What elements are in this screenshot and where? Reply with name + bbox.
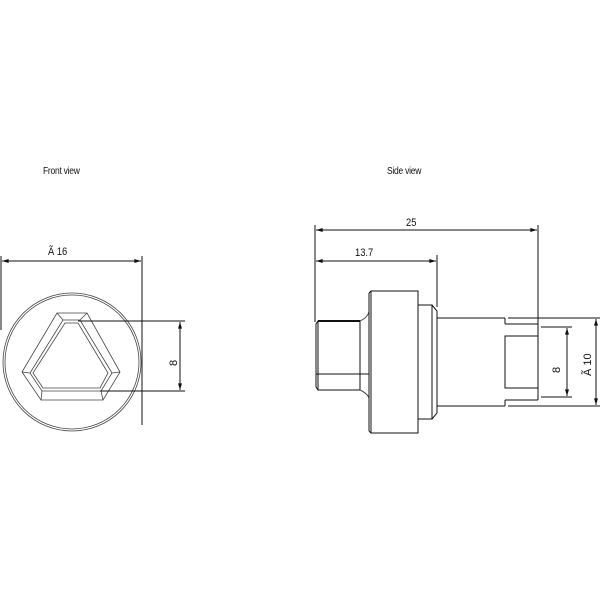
side-overall-dim-lines — [314, 225, 539, 328]
front-tri-socket — [21, 312, 121, 401]
side-view-title: Side view — [387, 166, 422, 177]
side-step — [417, 304, 438, 420]
side-partial-length-dimension: 13.7 — [355, 247, 374, 259]
side-stub — [315, 311, 370, 399]
front-view-title: Front view — [43, 166, 80, 177]
side-overall-length-dimension: 25 — [406, 217, 417, 229]
side-body — [437, 317, 600, 407]
side-view — [314, 225, 600, 434]
side-partial-dim-lines — [315, 255, 438, 307]
side-collar — [368, 290, 419, 434]
side-inner-dim-lines — [541, 326, 572, 398]
front-view — [0, 256, 185, 432]
front-outer-circle — [2, 292, 142, 432]
front-diameter-dim-lines — [0, 256, 143, 425]
front-diameter-dimension: Ã 16 — [48, 246, 68, 258]
front-hex-dim-lines — [78, 320, 185, 392]
